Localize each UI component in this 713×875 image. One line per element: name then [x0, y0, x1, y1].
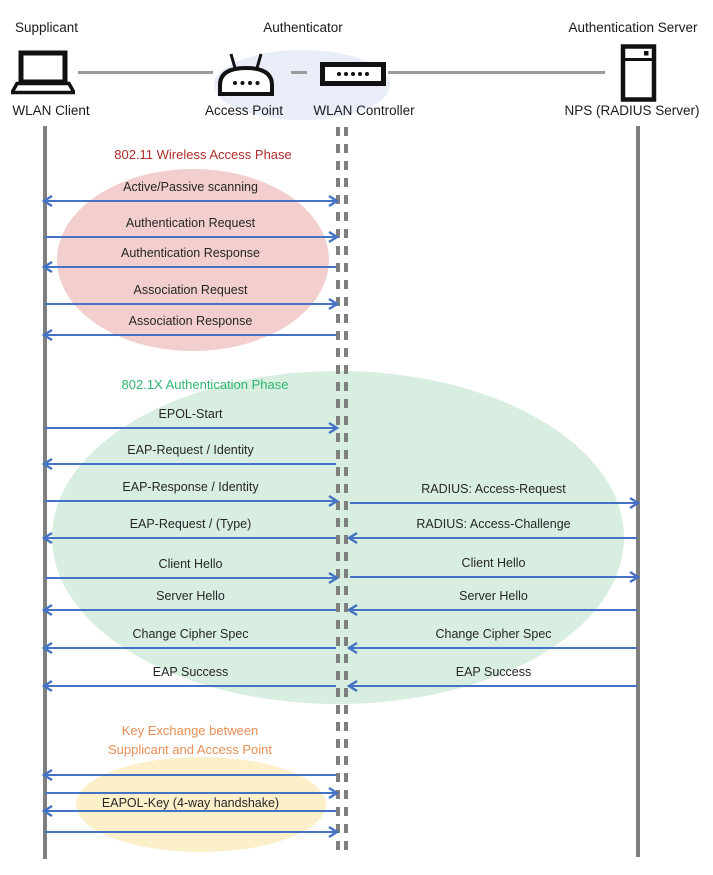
authenticator-lifeline-dashed-1: [336, 127, 340, 856]
connector-line-segment: [291, 71, 307, 74]
actor-role-auth-server: Authentication Server: [568, 20, 698, 35]
actor-role-authenticator: Authenticator: [263, 20, 343, 35]
device-label-wlan-client: WLAN Client: [12, 103, 90, 118]
wlan-controller-icon: [320, 62, 386, 86]
server-icon: [620, 44, 657, 102]
connector-line-segment: [388, 71, 605, 74]
device-label-access-point: Access Point: [204, 103, 284, 118]
wireless-access-point-icon: [218, 53, 274, 96]
phase3-title-line1: Key Exchange between: [121, 723, 259, 738]
connector-line-segment: [78, 71, 213, 74]
device-label-nps: NPS (RADIUS Server): [564, 103, 700, 118]
phase1-title: 802.11 Wireless Access Phase: [114, 147, 292, 162]
laptop-icon: [11, 50, 75, 95]
device-label-wlan-controller: WLAN Controller: [313, 103, 415, 118]
phase2-title: 802.1X Authentication Phase: [121, 377, 289, 392]
phase3-title-line2: Supplicant and Access Point: [107, 742, 273, 757]
authenticator-lifeline-dashed-2: [344, 127, 348, 856]
server-lifeline: [636, 126, 640, 857]
phase3-ellipse: [76, 757, 326, 852]
actor-role-supplicant: Supplicant: [15, 20, 79, 35]
supplicant-lifeline: [43, 126, 47, 859]
